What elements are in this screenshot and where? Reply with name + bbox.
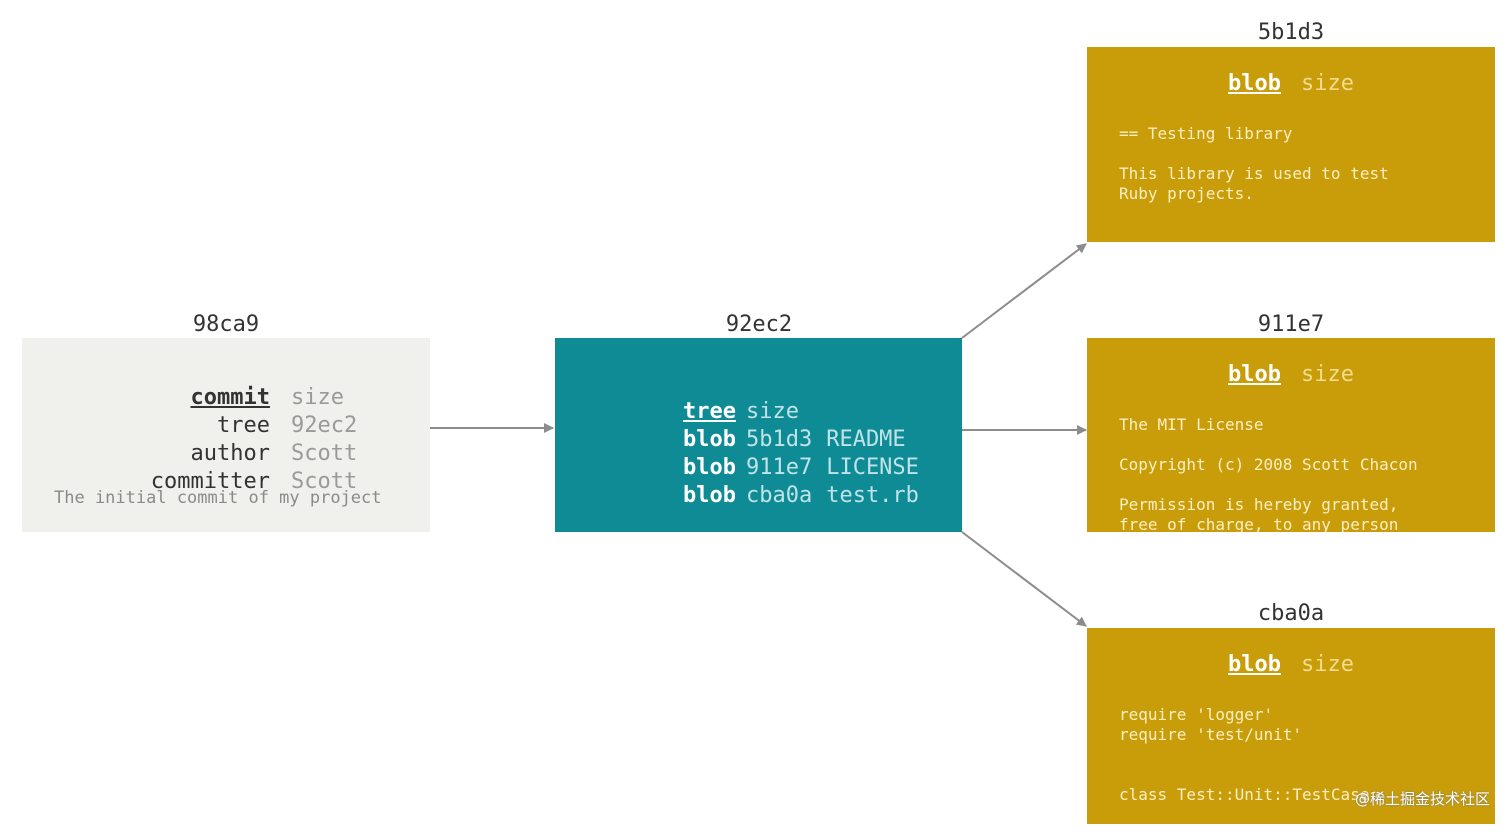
- tree-object: tree size blob 5b1d3 README blob 911e7 LICENS…: [555, 338, 962, 532]
- blob-line: == Testing library: [1119, 124, 1293, 143]
- commit-key: author: [190, 441, 270, 466]
- tree-id: 92ec2: [725, 312, 793, 337]
- blob-object-5b1d3: blob size == Testing library This library…: [1087, 47, 1495, 242]
- entry-hash: 911e7: [745, 455, 813, 480]
- tree-header: tree size: [630, 374, 799, 449]
- blob-header: blob size: [1087, 71, 1495, 96]
- blob-line: require 'logger': [1119, 705, 1274, 724]
- blob-header: blob size: [1087, 652, 1495, 677]
- commit-message: The initial commit of my project: [54, 488, 382, 508]
- blob-line: free of charge, to any person: [1119, 515, 1399, 532]
- blob-id: 911e7: [1257, 312, 1325, 337]
- entry-type: blob: [682, 483, 736, 508]
- blob-object-cba0a: blob size require 'logger' require 'test/…: [1087, 628, 1495, 824]
- blob-line: Ruby projects.: [1119, 184, 1254, 203]
- blob-line: Permission is hereby granted,: [1119, 495, 1399, 514]
- entry-type: blob: [682, 427, 736, 452]
- entry-hash: 5b1d3: [745, 427, 813, 452]
- tree-entry: blob 5b1d3 README: [630, 402, 906, 477]
- tree-type: tree: [682, 399, 736, 424]
- commit-value: size: [290, 385, 344, 410]
- commit-id: 98ca9: [192, 312, 260, 337]
- commit-key: commit: [190, 385, 270, 410]
- commit-key: tree: [217, 413, 270, 438]
- blob-size: size: [1301, 652, 1354, 677]
- blob-line: require 'test/unit': [1119, 725, 1303, 744]
- blob-size: size: [1301, 362, 1354, 387]
- blob-size: size: [1301, 71, 1354, 96]
- entry-name: README: [826, 427, 906, 452]
- blob-line: This library is used to test: [1119, 164, 1389, 183]
- commit-value: 92ec2: [290, 413, 358, 438]
- tree-entry: blob 911e7 LICENSE: [630, 430, 919, 505]
- arrow-tree-to-cba0a: [961, 531, 1087, 627]
- watermark: @稀土掘金技术社区: [1354, 790, 1490, 808]
- blob-type: blob: [1228, 652, 1281, 677]
- tree-entry: blob cba0a test.rb: [630, 458, 919, 533]
- blob-id: 5b1d3: [1257, 20, 1325, 45]
- blob-type: blob: [1228, 71, 1281, 96]
- commit-row-committer: committer Scott: [22, 444, 357, 519]
- commit-row-tree: tree 92ec2: [22, 388, 357, 463]
- commit-key: committer: [150, 469, 270, 494]
- commit-row-type: commit size: [22, 360, 344, 435]
- blob-object-911e7: blob size The MIT License Copyright (c) 2…: [1087, 338, 1495, 532]
- arrow-tree-to-5b1d3: [961, 243, 1087, 339]
- commit-value: Scott: [290, 469, 358, 494]
- entry-hash: cba0a: [745, 483, 813, 508]
- blob-line: class Test::Unit::TestCase: [1119, 785, 1370, 804]
- blob-line: The MIT License: [1119, 415, 1264, 434]
- blob-line: Copyright (c) 2008 Scott Chacon: [1119, 455, 1418, 474]
- entry-name: test.rb: [826, 483, 919, 508]
- commit-value: Scott: [290, 441, 358, 466]
- blob-header: blob size: [1087, 362, 1495, 387]
- tree-size: size: [745, 399, 799, 424]
- entry-type: blob: [682, 455, 736, 480]
- blob-id: cba0a: [1257, 601, 1325, 626]
- entry-name: LICENSE: [826, 455, 919, 480]
- blob-type: blob: [1228, 362, 1281, 387]
